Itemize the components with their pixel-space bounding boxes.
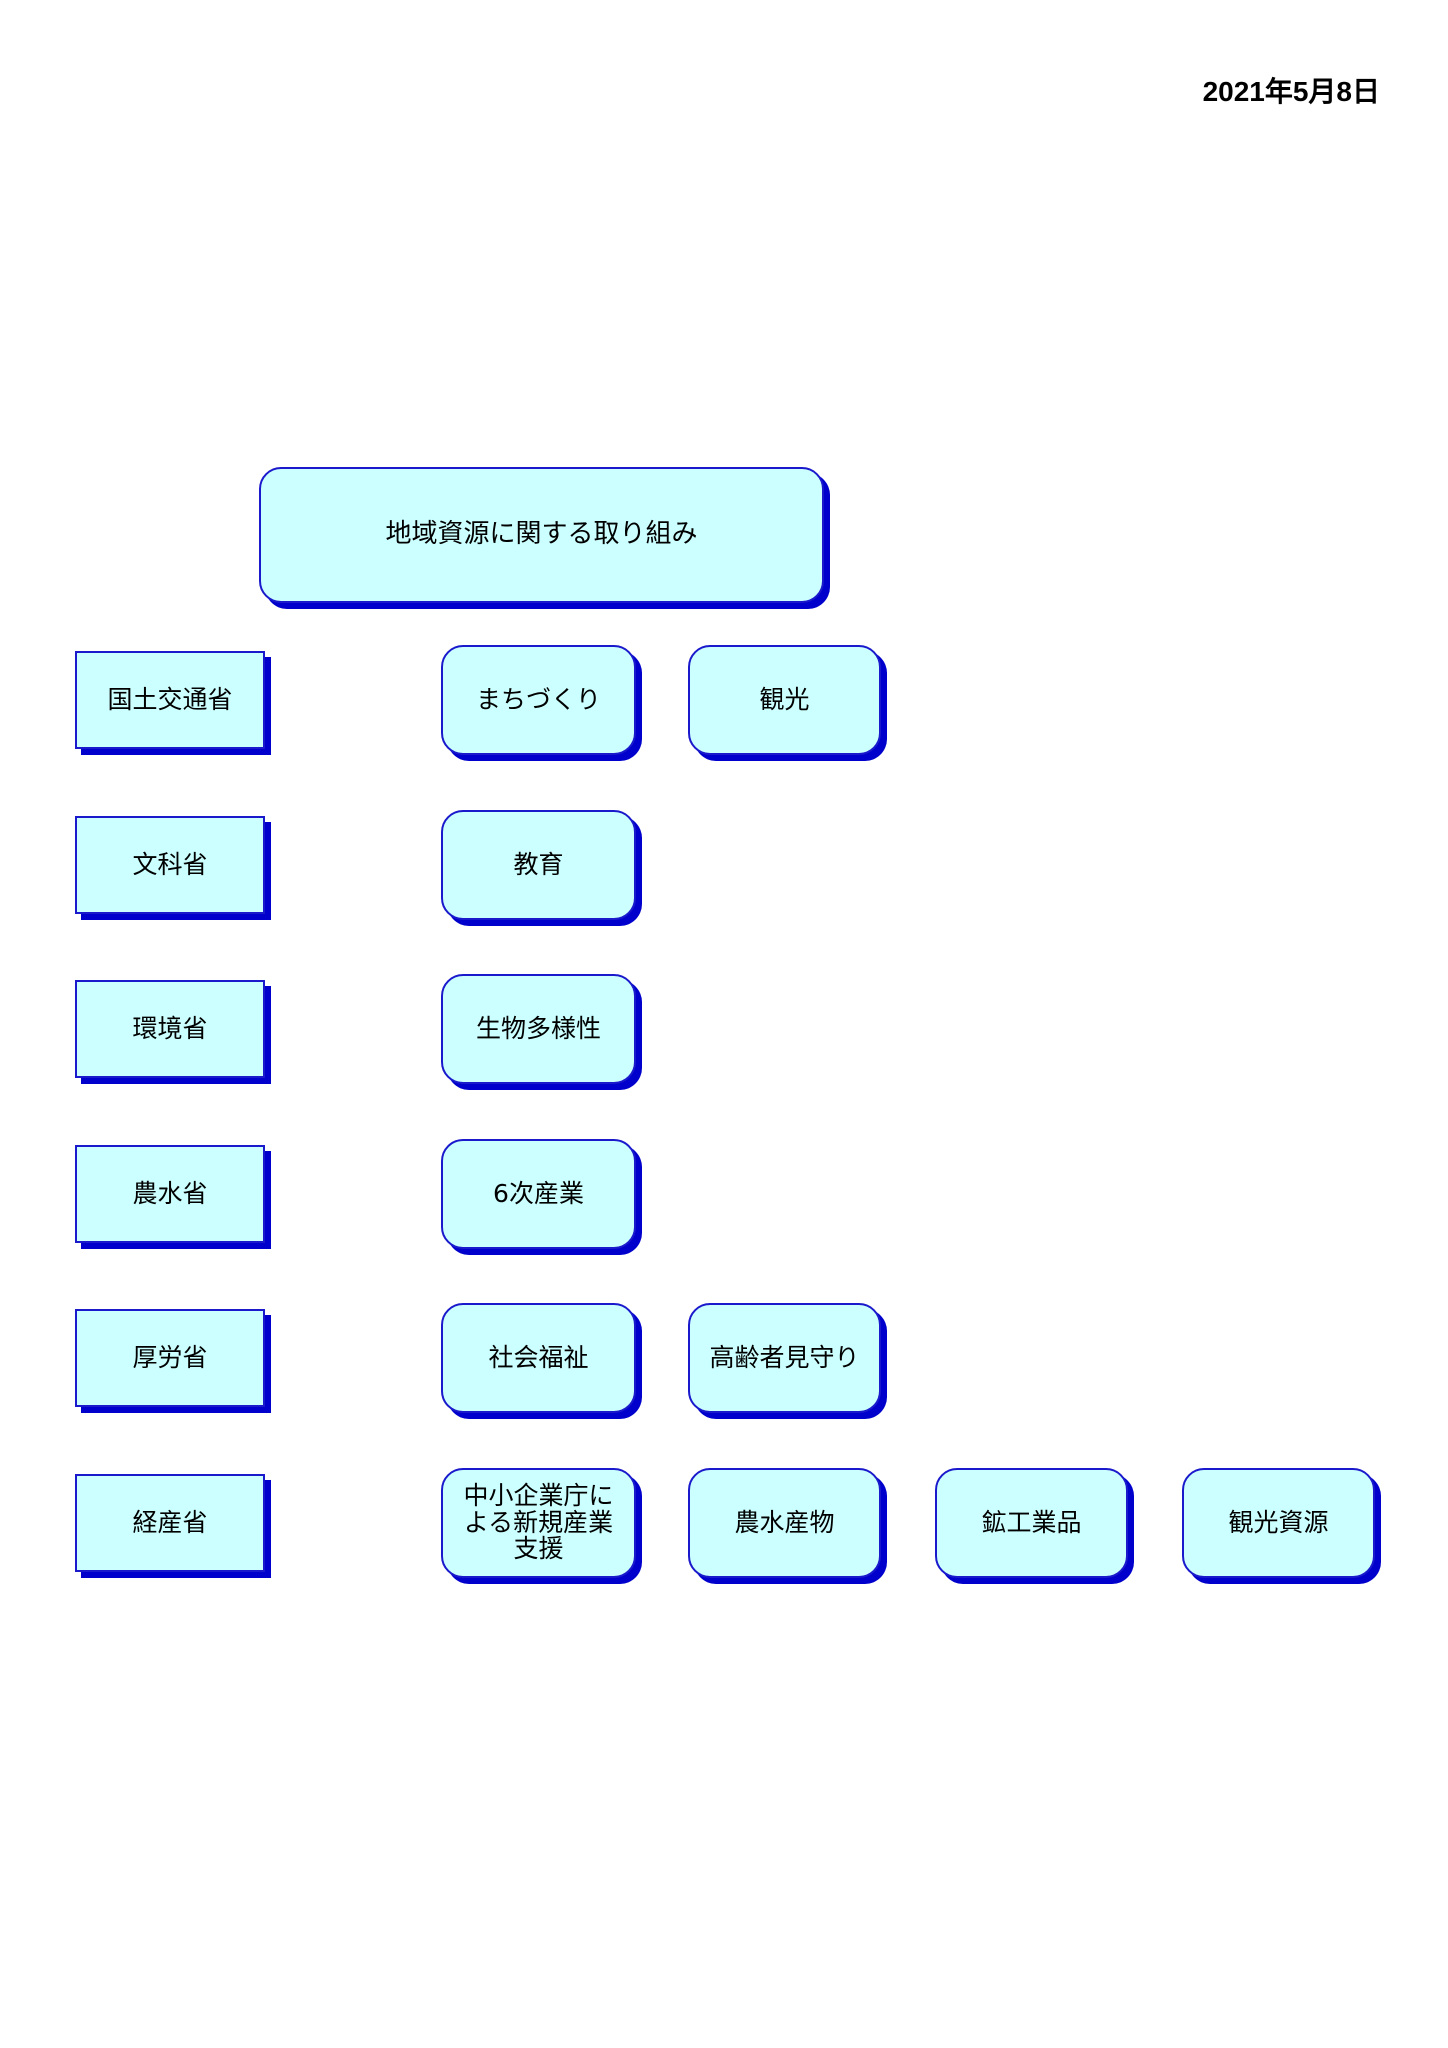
ministry-label: 環境省	[132, 1013, 208, 1043]
item-label: 中小企業庁による新規産業支援	[463, 1481, 614, 1564]
item-label: 社会福祉	[488, 1342, 589, 1372]
ministry-label: 経産省	[132, 1507, 208, 1537]
item-box-kyoiku: 教育	[441, 810, 636, 920]
item-label: 観光	[759, 684, 810, 714]
item-box-elderly-watch: 高齢者見守り	[688, 1303, 881, 1413]
item-box-biodiversity: 生物多様性	[441, 974, 636, 1084]
item-box-sme-support: 中小企業庁による新規産業支援	[441, 1468, 636, 1578]
ministry-label: 国土交通省	[107, 684, 233, 714]
diagram-title: 地域資源に関する取り組み	[385, 519, 698, 550]
ministry-label: 文科省	[132, 849, 208, 879]
item-label: まちづくり	[475, 684, 601, 714]
ministry-box-env: 環境省	[75, 980, 265, 1078]
item-label: 鉱工業品	[981, 1507, 1082, 1537]
item-label: 教育	[513, 849, 564, 879]
item-label: 高齢者見守り	[709, 1342, 860, 1372]
item-label: 農水産物	[734, 1507, 835, 1537]
document-date: 2021年5月8日	[1202, 76, 1380, 107]
item-box-machizukuri: まちづくり	[441, 645, 636, 755]
diagram-title-box: 地域資源に関する取り組み	[259, 467, 824, 603]
ministry-box-mlit: 国土交通省	[75, 651, 265, 749]
item-box-social-welfare: 社会福祉	[441, 1303, 636, 1413]
item-label: 観光資源	[1228, 1507, 1329, 1537]
item-box-mining-products: 鉱工業品	[935, 1468, 1128, 1578]
item-label: 6次産業	[493, 1178, 584, 1208]
ministry-box-mhlw: 厚労省	[75, 1309, 265, 1407]
item-box-kanko: 観光	[688, 645, 881, 755]
item-box-agri-products: 農水産物	[688, 1468, 881, 1578]
item-label: 生物多様性	[475, 1013, 601, 1043]
ministry-label: 農水省	[132, 1178, 208, 1208]
ministry-box-meti: 経産省	[75, 1474, 265, 1572]
ministry-label: 厚労省	[132, 1342, 208, 1372]
ministry-box-mext: 文科省	[75, 816, 265, 914]
ministry-box-maff: 農水省	[75, 1145, 265, 1243]
item-box-sixth-industry: 6次産業	[441, 1139, 636, 1249]
item-box-tourism-resources: 観光資源	[1182, 1468, 1375, 1578]
